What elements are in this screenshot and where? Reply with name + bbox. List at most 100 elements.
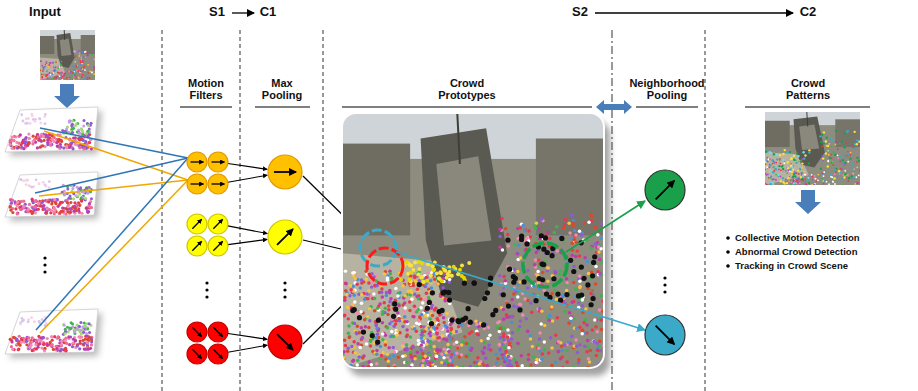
crowd-speckle (424, 276, 427, 279)
crowd-speckle (563, 223, 566, 226)
crowd-speckle (372, 292, 375, 295)
crowd-speckle (417, 319, 420, 322)
crowd-speckle (55, 347, 58, 350)
crowd-speckle (570, 335, 573, 338)
crowd-speckle (388, 322, 391, 325)
crowd-speckle (75, 143, 78, 146)
crowd-speckle (598, 308, 601, 311)
crowd-speckle (382, 301, 385, 304)
crowd-speckle (91, 72, 93, 74)
crowd-speckle (42, 135, 45, 138)
crowd-speckle (563, 343, 566, 346)
crowd-speckle (346, 305, 349, 308)
crowd-speckle (72, 79, 74, 80)
crowd-speckle (389, 272, 392, 275)
crowd-speckle (20, 179, 23, 182)
crowd-speckle (38, 117, 41, 120)
crowd-speckle (517, 243, 520, 246)
crowd-speckle (41, 77, 43, 79)
crowd-speckle (550, 346, 553, 349)
crowd-speckle (516, 270, 519, 273)
crowd-speckle (559, 357, 562, 360)
crowd-speckle (510, 337, 513, 340)
crowd-speckle (67, 330, 70, 333)
crowd-speckle (442, 286, 445, 289)
crowd-speckle (507, 355, 510, 358)
crowd-speckle (546, 231, 549, 234)
prototype-picture (342, 113, 604, 368)
crowd-speckle (558, 273, 561, 276)
crowd-speckle (397, 304, 400, 307)
crowd-speckle (344, 344, 347, 347)
crowd-speckle (88, 141, 91, 144)
pool-link (228, 239, 267, 244)
crowd-speckle (35, 347, 38, 350)
crowd-speckle (408, 300, 411, 303)
crowd-speckle (554, 334, 557, 337)
crowd-speckle (81, 130, 84, 133)
stage-arrow (232, 12, 254, 13)
crowd-speckle (419, 306, 422, 309)
crowd-speckle (359, 286, 362, 289)
crowd-speckle (386, 326, 389, 329)
crowd-speckle (375, 353, 378, 356)
crowd-speckle (426, 363, 429, 366)
crowd-speckle (92, 50, 94, 52)
crowd-speckle (74, 50, 76, 52)
crowd-speckle (556, 249, 559, 252)
crowd-speckle (27, 208, 30, 211)
crowd-speckle (88, 331, 91, 334)
crowd-speckle (9, 144, 12, 147)
crowd-speckle (597, 245, 600, 248)
crowd-speckle (546, 266, 549, 269)
crowd-speckle (387, 304, 390, 307)
crowd-speckle (394, 287, 397, 290)
crowd-speckle (74, 50, 76, 52)
crowd-speckle (61, 66, 63, 68)
crowd-speckle (513, 268, 516, 271)
crowd-speckle (75, 55, 77, 57)
crowd-speckle (35, 340, 38, 343)
crowd-speckle (417, 279, 420, 282)
crowd-speckle (345, 293, 348, 296)
crowd-speckle (567, 341, 570, 344)
double-arrow (596, 100, 632, 114)
crowd-speckle (61, 78, 63, 80)
crowd-speckle (406, 333, 409, 336)
crowd-speckle (594, 325, 597, 328)
crowd-speckle (573, 229, 576, 232)
crowd-speckle (16, 211, 19, 214)
crowd-speckle (71, 131, 74, 134)
crowd-speckle (79, 329, 82, 332)
crowd-speckle (9, 338, 12, 341)
crowd-speckle (71, 345, 74, 348)
crowd-speckle (429, 345, 432, 348)
crowd-speckle (403, 348, 406, 351)
crowd-speckle (512, 292, 515, 295)
down-arrow (795, 190, 821, 214)
crowd-speckle (419, 297, 422, 300)
crowd-speckle (346, 350, 349, 353)
crowd-speckle (28, 141, 31, 144)
crowd-speckle (74, 75, 76, 77)
crowd-speckle (48, 64, 50, 66)
pool-link (228, 345, 267, 352)
crowd-speckle (49, 62, 51, 64)
crowd-speckle (59, 145, 62, 148)
crowd-speckle (369, 344, 372, 347)
crowd-speckle (78, 347, 81, 350)
underline (342, 107, 592, 108)
underline (636, 107, 698, 108)
crowd-speckle (353, 351, 356, 354)
crowd-speckle (46, 138, 49, 141)
crowd-speckle (42, 336, 45, 339)
crowd-speckle (564, 218, 567, 221)
crowd-speckle (540, 358, 543, 361)
crowd-speckle (41, 62, 43, 64)
crowd-speckle (349, 284, 352, 287)
crowd-speckle (84, 51, 86, 53)
crowd-speckle (80, 57, 82, 59)
crowd-speckle (378, 302, 381, 305)
crowd-speckle (409, 335, 412, 338)
crowd-speckle (554, 360, 557, 363)
